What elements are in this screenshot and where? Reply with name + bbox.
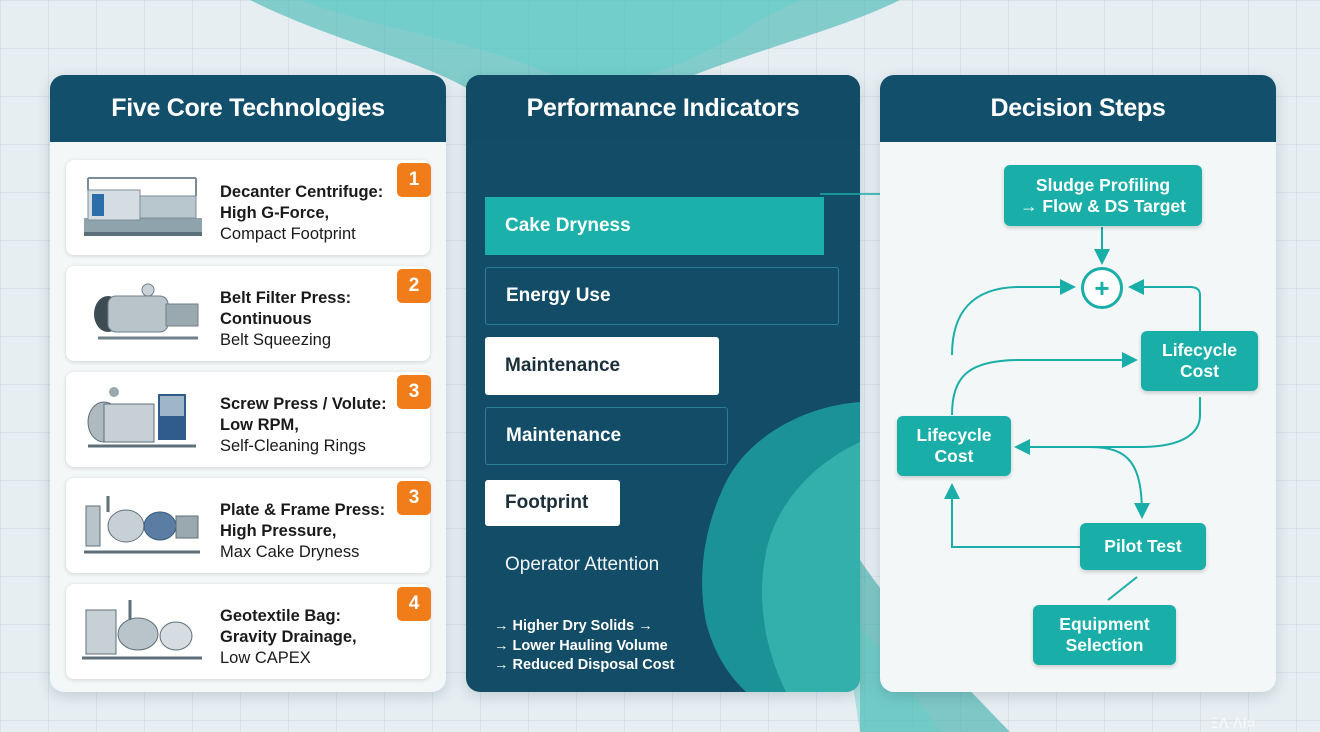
pilot-test-label: Pilot Test — [1104, 536, 1182, 556]
tech-card-screw-press[interactable]: Screw Press / Volute: Low RPM, Self-Clea… — [66, 372, 431, 467]
benefit-item: → Lower Hauling Volume — [494, 637, 668, 654]
watermark-text: ΞΛ·ΛΙ¤ — [1210, 716, 1256, 732]
number-badge: 3 — [397, 481, 431, 515]
lifecycle-cost-label: Lifecycle Cost — [1162, 340, 1237, 381]
tech-card-decanter[interactable]: Decanter Centrifuge: High G-Force, Compa… — [66, 160, 431, 255]
tech-card-geotextile[interactable]: Geotextile Bag: Gravity Drainage, Low CA… — [66, 584, 431, 679]
indicators-title: Performance Indicators — [466, 75, 860, 142]
belt-press-machine-icon — [94, 283, 199, 340]
plate-press-machine-icon — [84, 496, 200, 554]
tech-title: Belt Filter Press: — [220, 289, 352, 307]
number-badge: 1 — [397, 163, 431, 197]
indicators-panel: Performance Indicators Cake Dryness Ener… — [466, 75, 860, 692]
indicator-energy-use[interactable]: Energy Use — [485, 267, 839, 325]
indicator-cake-dryness[interactable]: Cake Dryness — [485, 197, 824, 255]
decision-steps-panel: Decision Steps Sludge Profilin — [880, 75, 1276, 692]
tech-subtitle: Continuous — [220, 310, 312, 328]
benefit-item: → Higher Dry Solids → — [494, 618, 653, 634]
technologies-panel: Five Core Technologies Decanter Centrifu… — [50, 75, 446, 692]
screw-press-machine-icon — [87, 387, 196, 448]
tech-subtitle: High Pressure, — [220, 522, 337, 540]
plus-icon: + — [1081, 267, 1123, 309]
equipment-selection-node[interactable]: Equipment Selection — [1033, 605, 1176, 665]
decision-steps-title: Decision Steps — [880, 75, 1276, 142]
benefits-list: → Higher Dry Solids → → Lower Hauling Vo… — [494, 617, 674, 676]
tech-description: Max Cake Dryness — [220, 543, 360, 561]
benefit-item: → Reduced Disposal Cost — [494, 657, 675, 673]
number-badge: 4 — [397, 587, 431, 621]
tech-title: Decanter Centrifuge: — [220, 183, 384, 201]
lifecycle-cost-label: Lifecycle Cost — [916, 425, 992, 466]
sludge-profiling-label: Sludge Profiling → Flow & DS Target — [1020, 174, 1186, 216]
tech-card-belt-press[interactable]: Belt Filter Press: Continuous Belt Squee… — [66, 266, 431, 361]
tech-description: Compact Footprint — [220, 225, 356, 243]
tech-description: Low CAPEX — [220, 649, 311, 667]
tech-title: Plate & Frame Press: — [220, 501, 386, 519]
tech-card-plate-press[interactable]: Plate & Frame Press: High Pressure, Max … — [66, 478, 431, 573]
indicator-footprint[interactable]: Footprint — [485, 480, 620, 526]
flow-arrows — [944, 227, 1201, 601]
number-badge: 2 — [397, 269, 431, 303]
geotextile-machine-icon — [82, 600, 202, 660]
tech-subtitle: Low RPM, — [220, 416, 299, 434]
lifecycle-cost-node-right[interactable]: Lifecycle Cost — [1141, 331, 1258, 391]
tech-description: Belt Squeezing — [220, 331, 331, 349]
tech-subtitle: High G-Force, — [220, 204, 330, 222]
pilot-test-node[interactable]: Pilot Test — [1080, 523, 1206, 570]
equipment-selection-label: Equipment Selection — [1059, 614, 1150, 655]
water-wave-decoration — [702, 402, 860, 692]
tech-description: Self-Cleaning Rings — [220, 437, 366, 455]
tech-subtitle: Gravity Drainage, — [220, 628, 357, 646]
centrifuge-machine-icon — [84, 177, 202, 236]
indicator-maintenance[interactable]: Maintenance — [485, 337, 719, 395]
sludge-profiling-node[interactable]: Sludge Profiling → Flow & DS Target — [1004, 165, 1202, 226]
tech-title: Screw Press / Volute: — [220, 395, 387, 413]
number-badge: 3 — [397, 375, 431, 409]
indicator-maintenance[interactable]: Maintenance — [485, 407, 728, 465]
technologies-title: Five Core Technologies — [50, 75, 446, 142]
lifecycle-cost-node-left[interactable]: Lifecycle Cost — [897, 416, 1011, 476]
indicator-operator-attention[interactable]: Operator Attention — [505, 554, 660, 575]
tech-title: Geotextile Bag: — [220, 607, 342, 625]
